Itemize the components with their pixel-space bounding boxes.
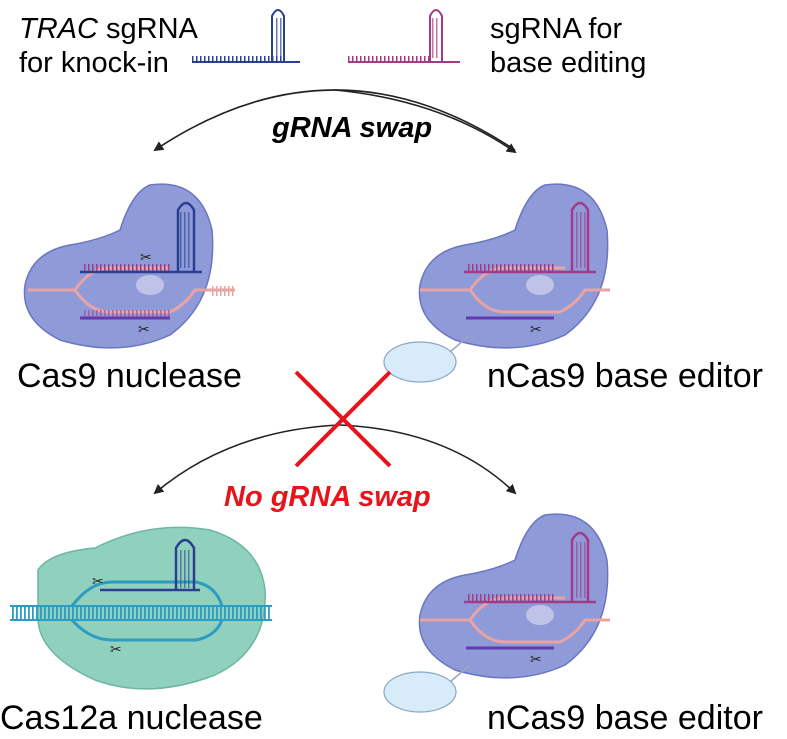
svg-text:✂: ✂ (138, 322, 150, 338)
no-gRNA-swap-label: No gRNA swap (224, 481, 431, 513)
base-editing-sgrna-line1: sgRNA for (490, 13, 623, 45)
ncas9-base-editor-complex-2: ✂ (383, 513, 610, 713)
gRNA-swap-arrow-right (334, 89, 517, 154)
cas12a-nuclease-complex: ✂ ✂ (10, 526, 272, 690)
trac-gene-name: TRAC (19, 13, 98, 45)
cas12a-nuclease-label: Cas12a nuclease (0, 699, 263, 737)
trac-sgrna-purpose: for knock-in (19, 47, 169, 79)
svg-text:✂: ✂ (92, 574, 104, 590)
trac-sgrna-icon (192, 9, 300, 63)
trac-sgrna-label: TRAC sgRNA for knock-in (19, 12, 198, 80)
cas9-nuclease-complex: ✂ ✂ (23, 183, 235, 349)
gRNA-swap-label: gRNA swap (272, 112, 433, 144)
svg-text:✂: ✂ (530, 652, 542, 668)
trac-sgrna-suffix: sgRNA (97, 13, 198, 45)
base-editing-sgrna-label: sgRNA for base editing (490, 12, 646, 80)
base-editing-sgrna-icon (348, 9, 460, 63)
no-swap-arrow-right (339, 424, 517, 495)
no-swap-cross (294, 370, 392, 468)
cas9-nuclease-label: Cas9 nuclease (17, 357, 242, 395)
ncas9-base-editor-label-top: nCas9 base editor (487, 357, 763, 395)
svg-text:✂: ✂ (530, 322, 542, 338)
ncas9-base-editor-complex-1: ✂ (383, 183, 610, 383)
ncas9-base-editor-label-bottom: nCas9 base editor (487, 699, 763, 737)
svg-text:✂: ✂ (140, 250, 152, 266)
no-swap-arrow-left (153, 424, 341, 495)
svg-text:✂: ✂ (110, 642, 122, 658)
base-editing-sgrna-line2: base editing (490, 47, 647, 79)
